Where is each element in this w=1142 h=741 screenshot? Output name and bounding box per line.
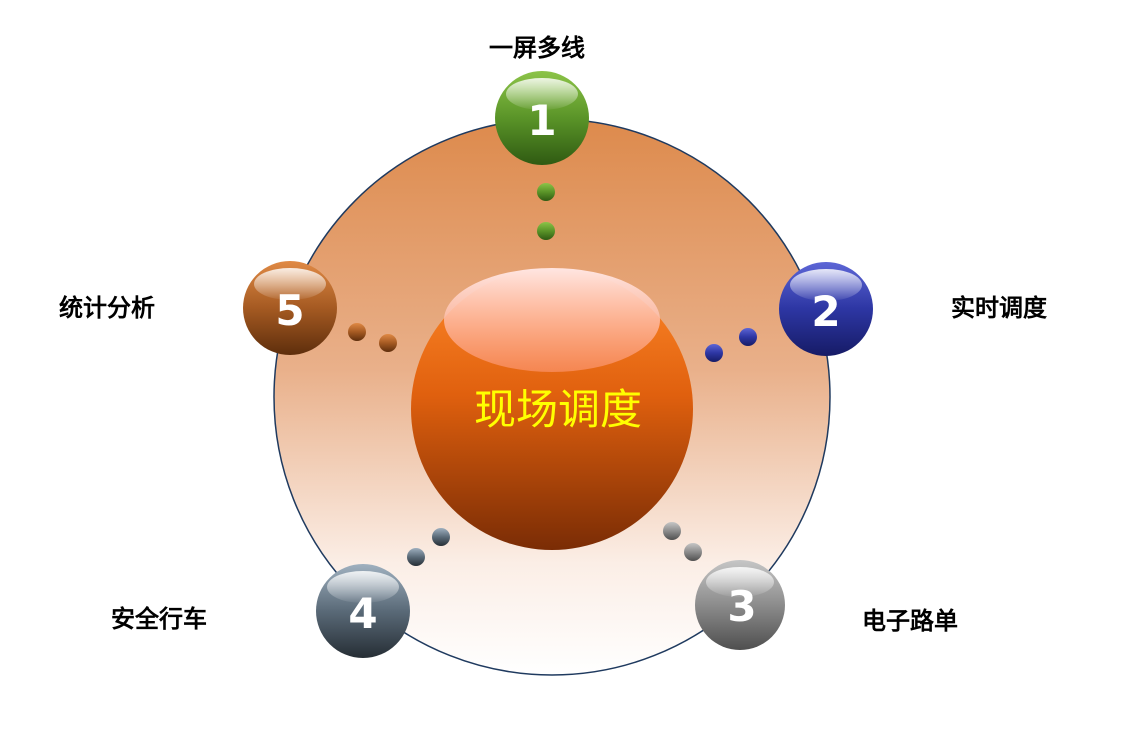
node-1-label: 一屏多线 (489, 34, 585, 62)
node-2: 2 (779, 262, 873, 356)
node-5: 5 (243, 261, 337, 355)
node-3-label: 电子路单 (862, 607, 958, 635)
node-2-label: 实时调度 (951, 294, 1047, 322)
connector-dots-5 (348, 323, 397, 352)
node-4: 4 (316, 564, 410, 658)
node-1-number: 1 (527, 96, 556, 145)
node-4-number: 4 (348, 589, 377, 638)
node-5-number: 5 (275, 286, 304, 335)
node-2-number: 2 (811, 287, 840, 336)
connector-dots-2 (705, 328, 757, 362)
node-5-label: 统计分析 (59, 294, 155, 322)
node-1: 1 (495, 71, 589, 165)
center-label: 现场调度 (474, 385, 642, 434)
center-highlight (444, 268, 660, 372)
connector-dots-4 (407, 528, 450, 566)
node-3: 3 (695, 560, 785, 650)
node-4-label: 安全行车 (111, 605, 207, 633)
node-3-number: 3 (727, 582, 756, 631)
connector-dots-1 (537, 183, 555, 240)
center-node: 现场调度 (411, 268, 693, 550)
connector-dots-3 (663, 522, 702, 561)
